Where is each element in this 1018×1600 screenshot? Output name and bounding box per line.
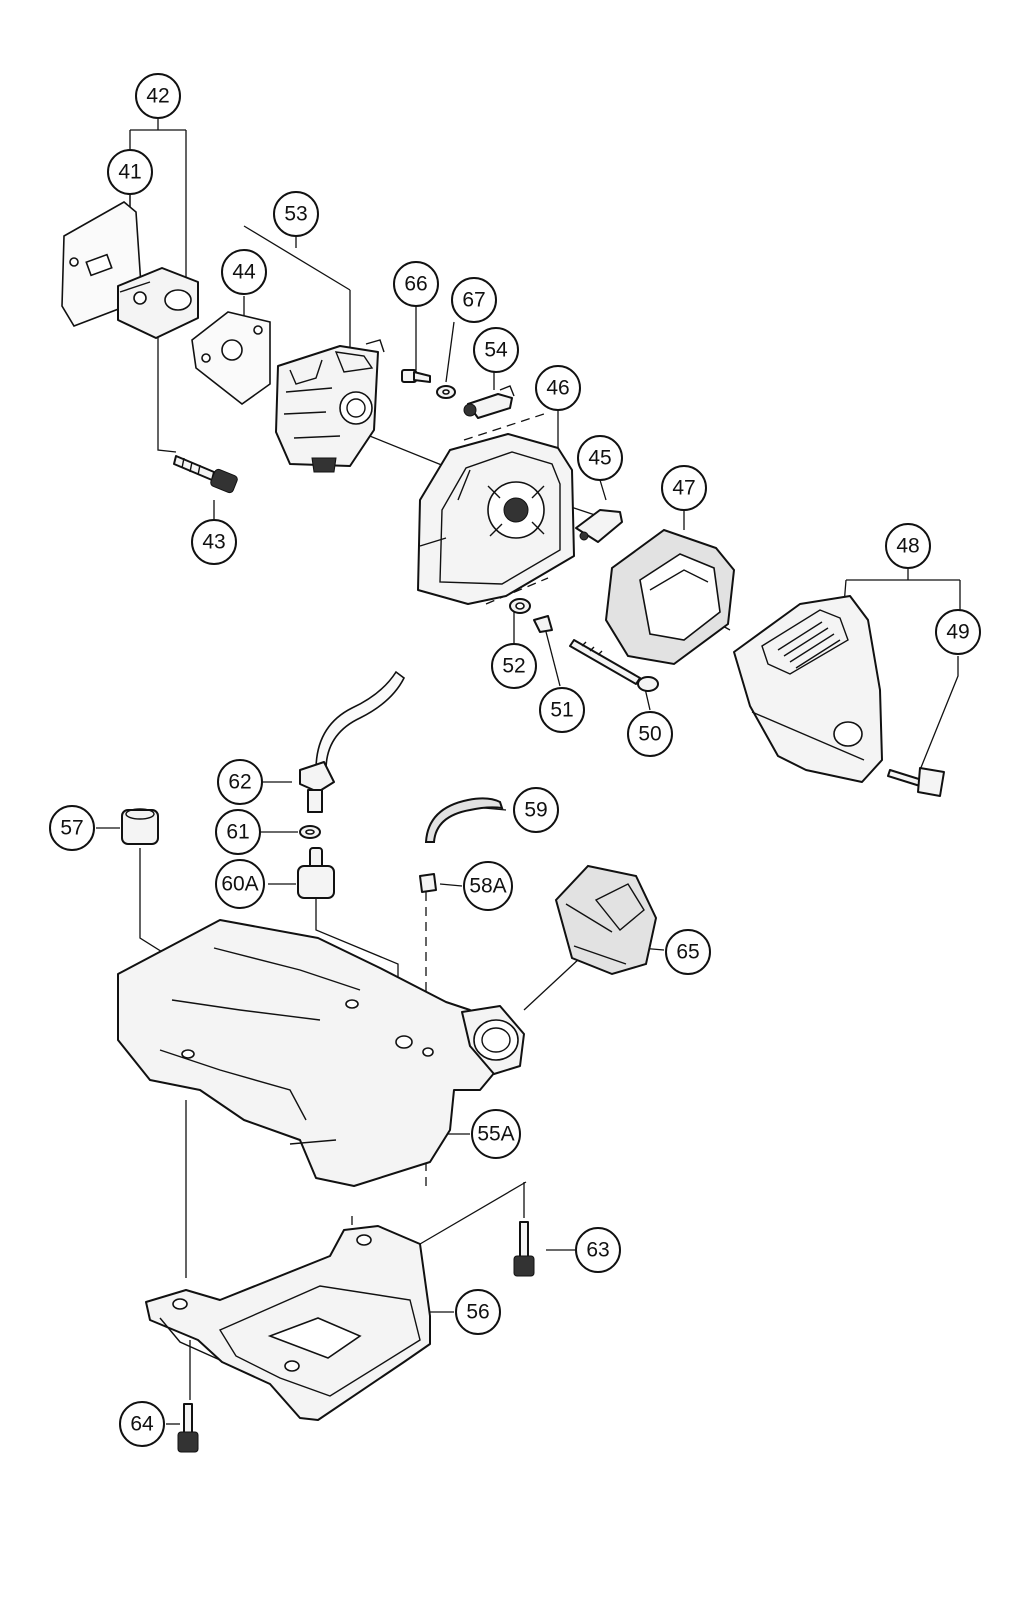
callout-label: 66 <box>404 273 427 296</box>
callout-44: 44 <box>221 249 267 295</box>
callout-label: 43 <box>202 531 225 554</box>
washer-67 <box>436 385 456 399</box>
callout-label: 44 <box>232 261 256 284</box>
callout-65: 65 <box>665 929 711 975</box>
callout-58A: 58A <box>463 861 513 911</box>
cushion-57 <box>121 808 159 845</box>
callout-64: 64 <box>119 1401 165 1447</box>
callout-label: 58A <box>469 875 506 898</box>
callout-62: 62 <box>217 759 263 805</box>
gasket-44 <box>191 311 271 405</box>
callout-42: 42 <box>135 73 181 119</box>
callout-66: 66 <box>393 261 439 307</box>
long-bolt-50 <box>569 639 659 692</box>
fuel-filter-60A <box>297 847 335 899</box>
callout-label: 47 <box>672 477 695 500</box>
washer-52 <box>509 598 531 614</box>
callout-label: 60A <box>221 873 258 896</box>
choke-shutter-45 <box>575 509 623 543</box>
screw-66 <box>401 369 431 383</box>
callout-label: 49 <box>946 621 969 644</box>
callout-57: 57 <box>49 805 95 851</box>
callout-41: 41 <box>107 149 153 195</box>
callout-48: 48 <box>885 523 931 569</box>
callout-label: 51 <box>550 699 573 722</box>
callout-label: 62 <box>228 771 251 794</box>
callout-55A: 55A <box>471 1109 521 1159</box>
callout-label: 54 <box>484 339 508 362</box>
callout-43: 43 <box>191 519 237 565</box>
callout-label: 41 <box>118 161 141 184</box>
callout-label: 48 <box>896 535 919 558</box>
callout-label: 57 <box>60 817 83 840</box>
callout-label: 56 <box>466 1301 489 1324</box>
callout-49: 49 <box>935 609 981 655</box>
callout-51: 51 <box>539 687 585 733</box>
callout-63: 63 <box>575 1227 621 1273</box>
callout-46: 46 <box>535 365 581 411</box>
callout-56: 56 <box>455 1289 501 1335</box>
callout-label: 65 <box>676 941 699 964</box>
callout-67: 67 <box>451 277 497 323</box>
adjust-screw-43 <box>173 455 238 494</box>
fuel-tank-55A <box>117 919 525 1187</box>
screw-64 <box>177 1403 199 1453</box>
choke-lever-54 <box>463 385 515 419</box>
air-cleaner-cover-48 <box>733 595 883 783</box>
carb-adaptor-42 <box>117 267 199 339</box>
callout-label: 63 <box>586 1239 609 1262</box>
callout-50: 50 <box>627 711 673 757</box>
callout-52: 52 <box>491 643 537 689</box>
fuel-hose <box>315 670 406 771</box>
callout-label: 52 <box>502 655 525 678</box>
grommet-58A <box>419 873 437 893</box>
callout-61: 61 <box>215 809 261 855</box>
callout-label: 61 <box>226 821 249 844</box>
callout-53: 53 <box>273 191 319 237</box>
foam-filter-47 <box>604 528 736 666</box>
callout-label: 59 <box>524 799 547 822</box>
callout-label: 42 <box>146 85 169 108</box>
screw-63 <box>513 1221 535 1277</box>
callout-label: 64 <box>130 1413 154 1436</box>
callout-label: 50 <box>638 723 661 746</box>
callout-59: 59 <box>513 787 559 833</box>
air-cleaner-body-46 <box>417 433 575 605</box>
callout-label: 53 <box>284 203 307 226</box>
callout-45: 45 <box>577 435 623 481</box>
fuel-cap-65 <box>554 864 658 976</box>
callout-label: 55A <box>477 1123 514 1146</box>
carburetor-53 <box>275 339 385 473</box>
vent-hose-59 <box>424 797 504 843</box>
callout-label: 45 <box>588 447 611 470</box>
callout-label: 67 <box>462 289 485 312</box>
fuel-fitting-62 <box>299 761 335 813</box>
callout-54: 54 <box>473 327 519 373</box>
callout-label: 46 <box>546 377 569 400</box>
cover-bolt-49 <box>887 767 945 797</box>
callout-60A: 60A <box>215 859 265 909</box>
tank-bracket-56 <box>145 1225 431 1421</box>
oring-61 <box>299 825 321 839</box>
clip-51 <box>533 615 553 633</box>
callout-47: 47 <box>661 465 707 511</box>
